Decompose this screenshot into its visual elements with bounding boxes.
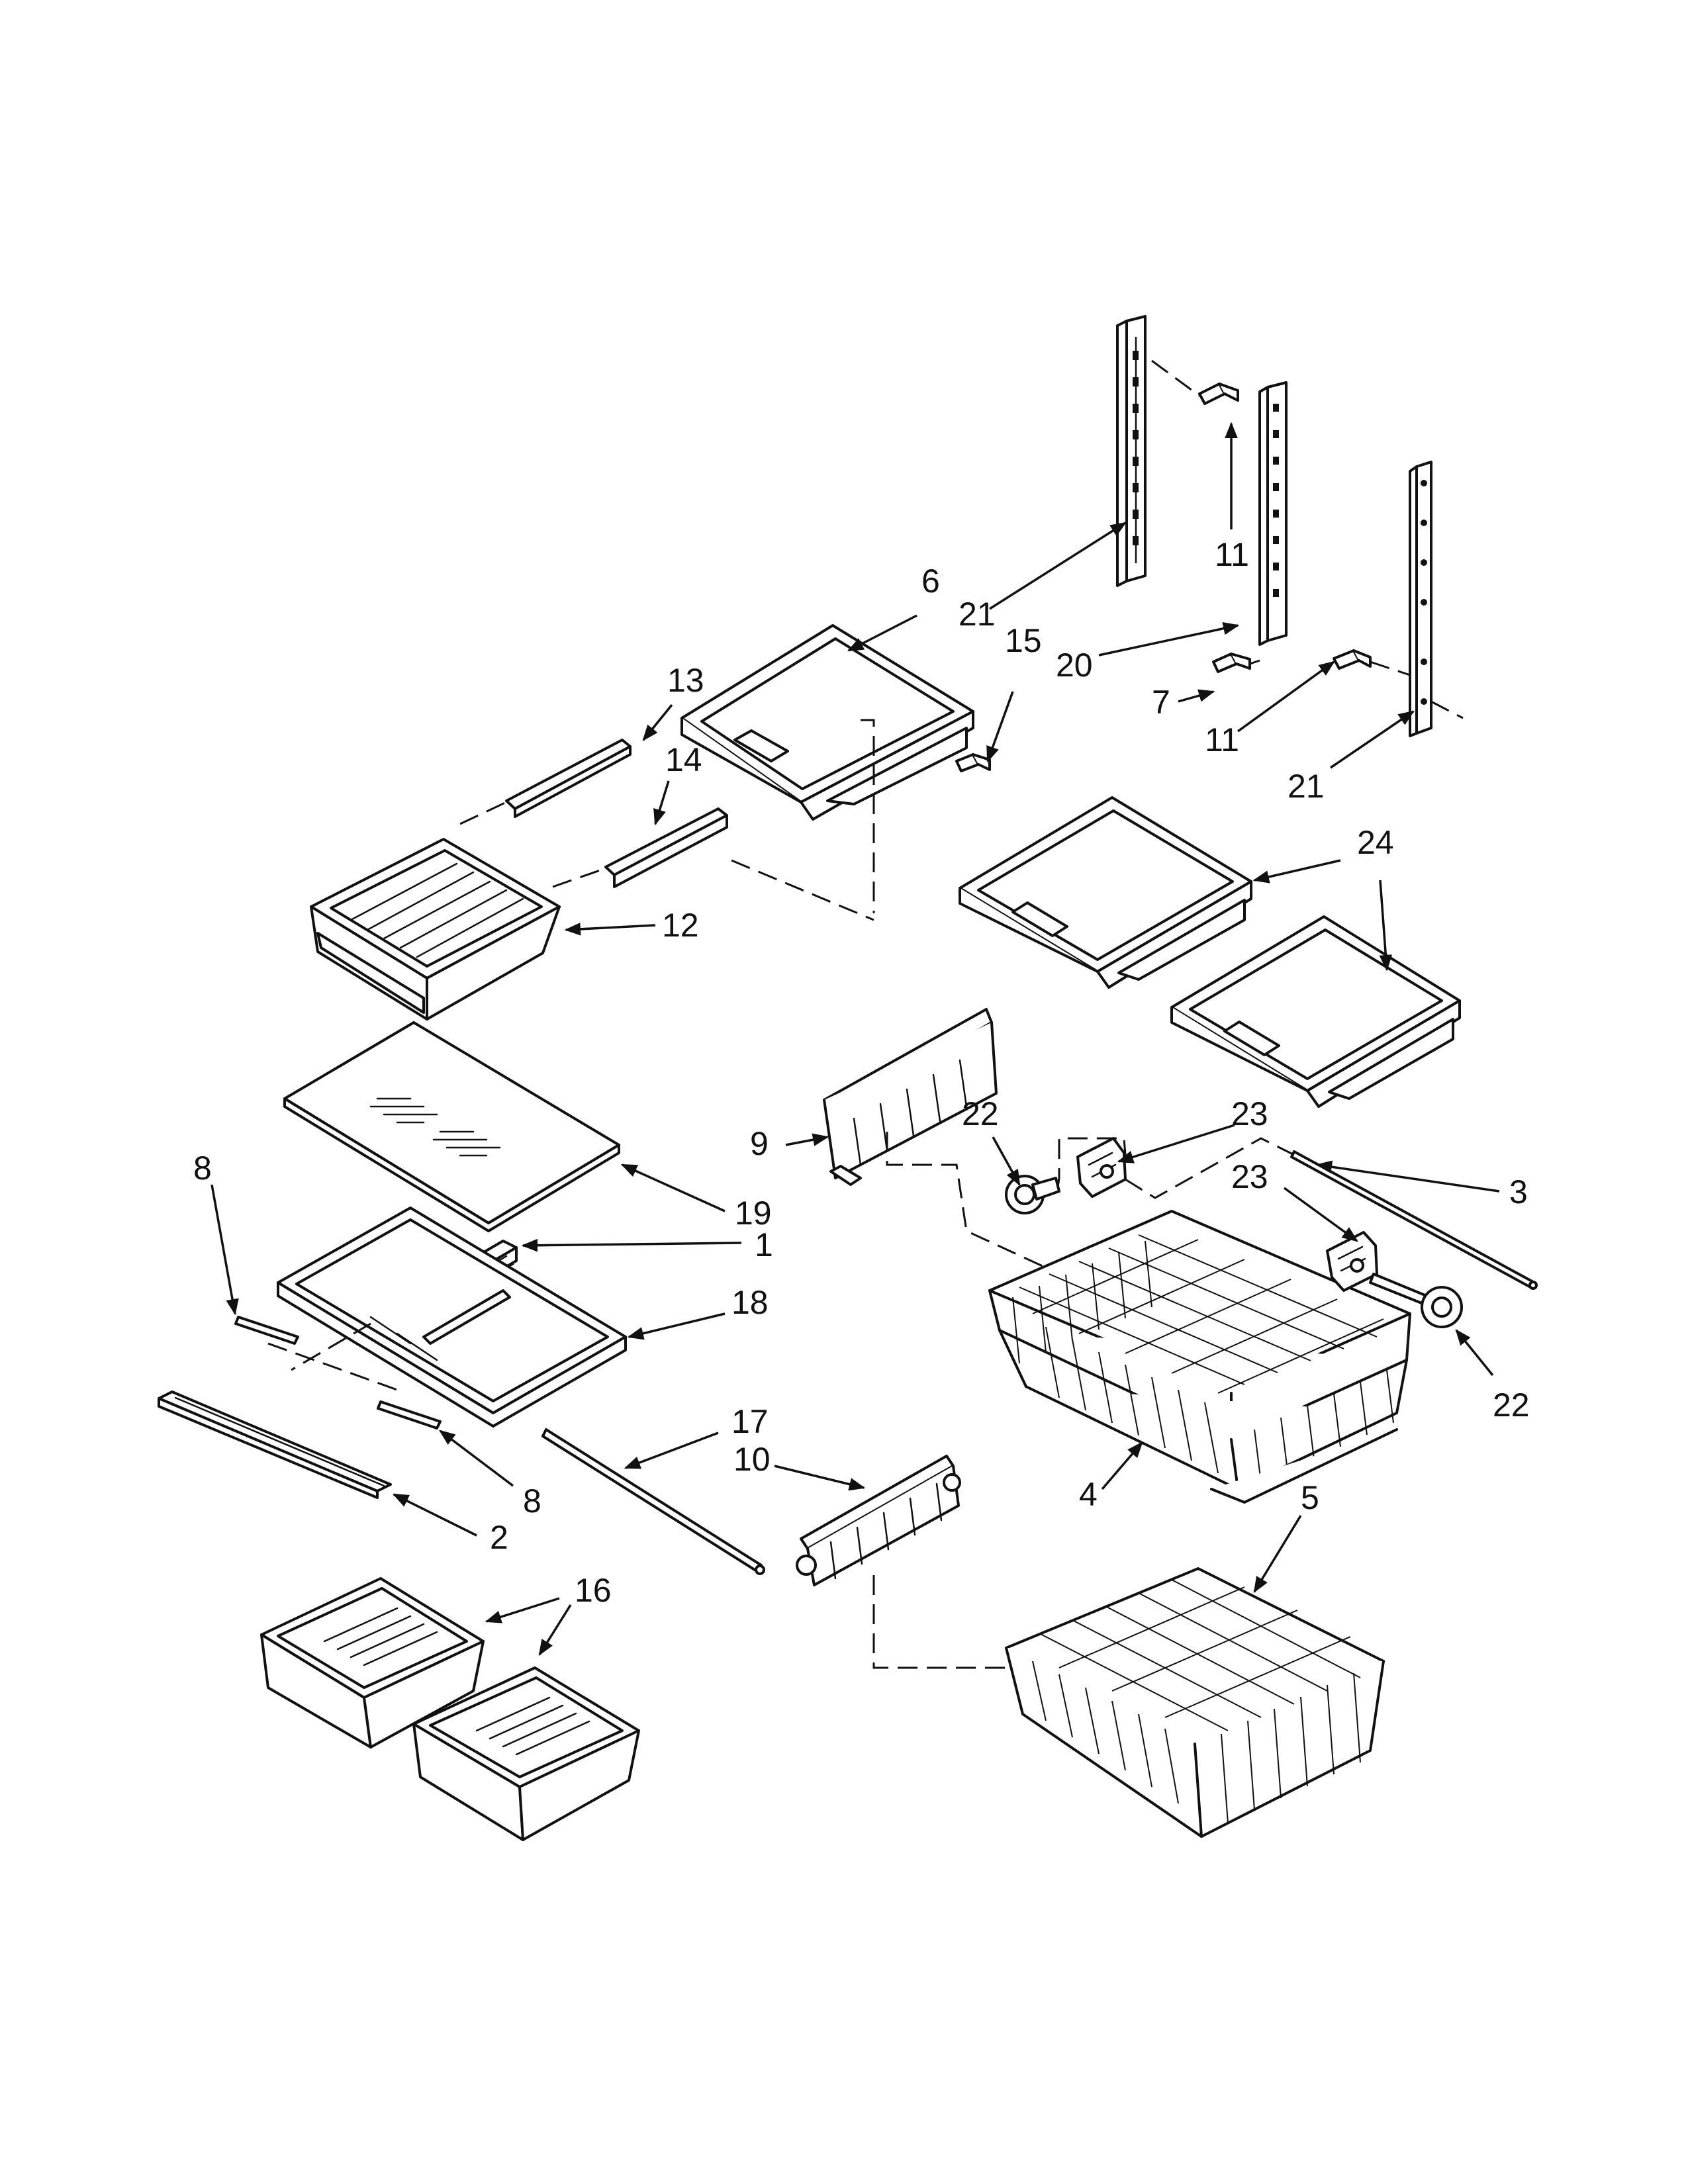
screw-11-right <box>1333 649 1372 670</box>
shelf-24-upper <box>959 796 1252 989</box>
callout-7: 7 <box>1152 684 1170 721</box>
shelf-6 <box>680 624 974 821</box>
callout-5: 5 <box>1301 1479 1319 1516</box>
basket-roller-22-right <box>1369 1273 1463 1328</box>
callout-22-left: 22 <box>962 1095 999 1132</box>
shelf-ladder-center-20 <box>1258 381 1288 646</box>
basket-divider-10 <box>796 1455 961 1586</box>
shelf-frame-18 <box>277 1206 627 1428</box>
wire-basket-4 <box>988 1210 1411 1504</box>
callout-6: 6 <box>921 563 940 600</box>
callout-13: 13 <box>667 662 704 699</box>
callout-12: 12 <box>662 907 699 944</box>
slide-clip-8-right <box>377 1400 442 1430</box>
shelf-24-lower <box>1170 915 1461 1108</box>
callout-15: 15 <box>1005 622 1042 659</box>
callout-20: 20 <box>1056 647 1093 684</box>
glass-shelf-19 <box>283 1021 620 1232</box>
slide-rail-14 <box>604 807 728 888</box>
callout-17: 17 <box>731 1403 769 1440</box>
basket-bracket-23-left <box>1076 1137 1127 1198</box>
screw-11-top <box>1198 383 1239 405</box>
crisper-bin-16-left <box>260 1577 485 1749</box>
wire-basket-5 <box>1005 1567 1385 1838</box>
callout-2: 2 <box>490 1519 508 1556</box>
callout-14: 14 <box>665 741 702 778</box>
callout-19: 19 <box>735 1195 772 1232</box>
shelf-trim-2 <box>158 1390 392 1499</box>
callout-21-right: 21 <box>1288 768 1325 805</box>
crisper-drawer-12 <box>310 838 561 1021</box>
shelf-ladder-left-21 <box>1116 315 1147 587</box>
callout-11-right: 11 <box>1205 721 1239 758</box>
crisper-bin-16-right <box>412 1666 640 1841</box>
rod-17 <box>541 1428 765 1575</box>
callout-11-top: 11 <box>1215 536 1249 573</box>
screw-7 <box>1212 653 1251 673</box>
callout-22-right: 22 <box>1493 1387 1530 1424</box>
callout-10: 10 <box>733 1441 771 1478</box>
callout-3: 3 <box>1509 1173 1528 1210</box>
callout-23-top: 23 <box>1231 1095 1268 1132</box>
screw-15 <box>955 753 991 772</box>
callout-9: 9 <box>750 1125 769 1162</box>
callout-labels: 11 21 6 15 20 7 11 21 13 14 12 24 9 22 2… <box>193 536 1530 1609</box>
slide-rail-13 <box>505 739 632 818</box>
slide-clip-8-left <box>234 1316 299 1345</box>
callout-4: 4 <box>1079 1476 1098 1513</box>
callout-18: 18 <box>731 1284 769 1321</box>
callout-21-left: 21 <box>959 596 996 633</box>
callout-23-right: 23 <box>1231 1158 1268 1195</box>
callout-1: 1 <box>755 1226 773 1263</box>
leader-lines <box>211 422 1500 1657</box>
callout-16: 16 <box>575 1572 612 1609</box>
basket-roller-22-left <box>1005 1175 1060 1214</box>
callout-24: 24 <box>1357 824 1394 861</box>
basket-divider-9 <box>823 1008 998 1186</box>
shelf-ladder-right-21 <box>1409 461 1432 737</box>
basket-bracket-23-right <box>1326 1231 1378 1292</box>
callout-8-right: 8 <box>523 1482 541 1520</box>
callout-8-left: 8 <box>193 1150 212 1187</box>
